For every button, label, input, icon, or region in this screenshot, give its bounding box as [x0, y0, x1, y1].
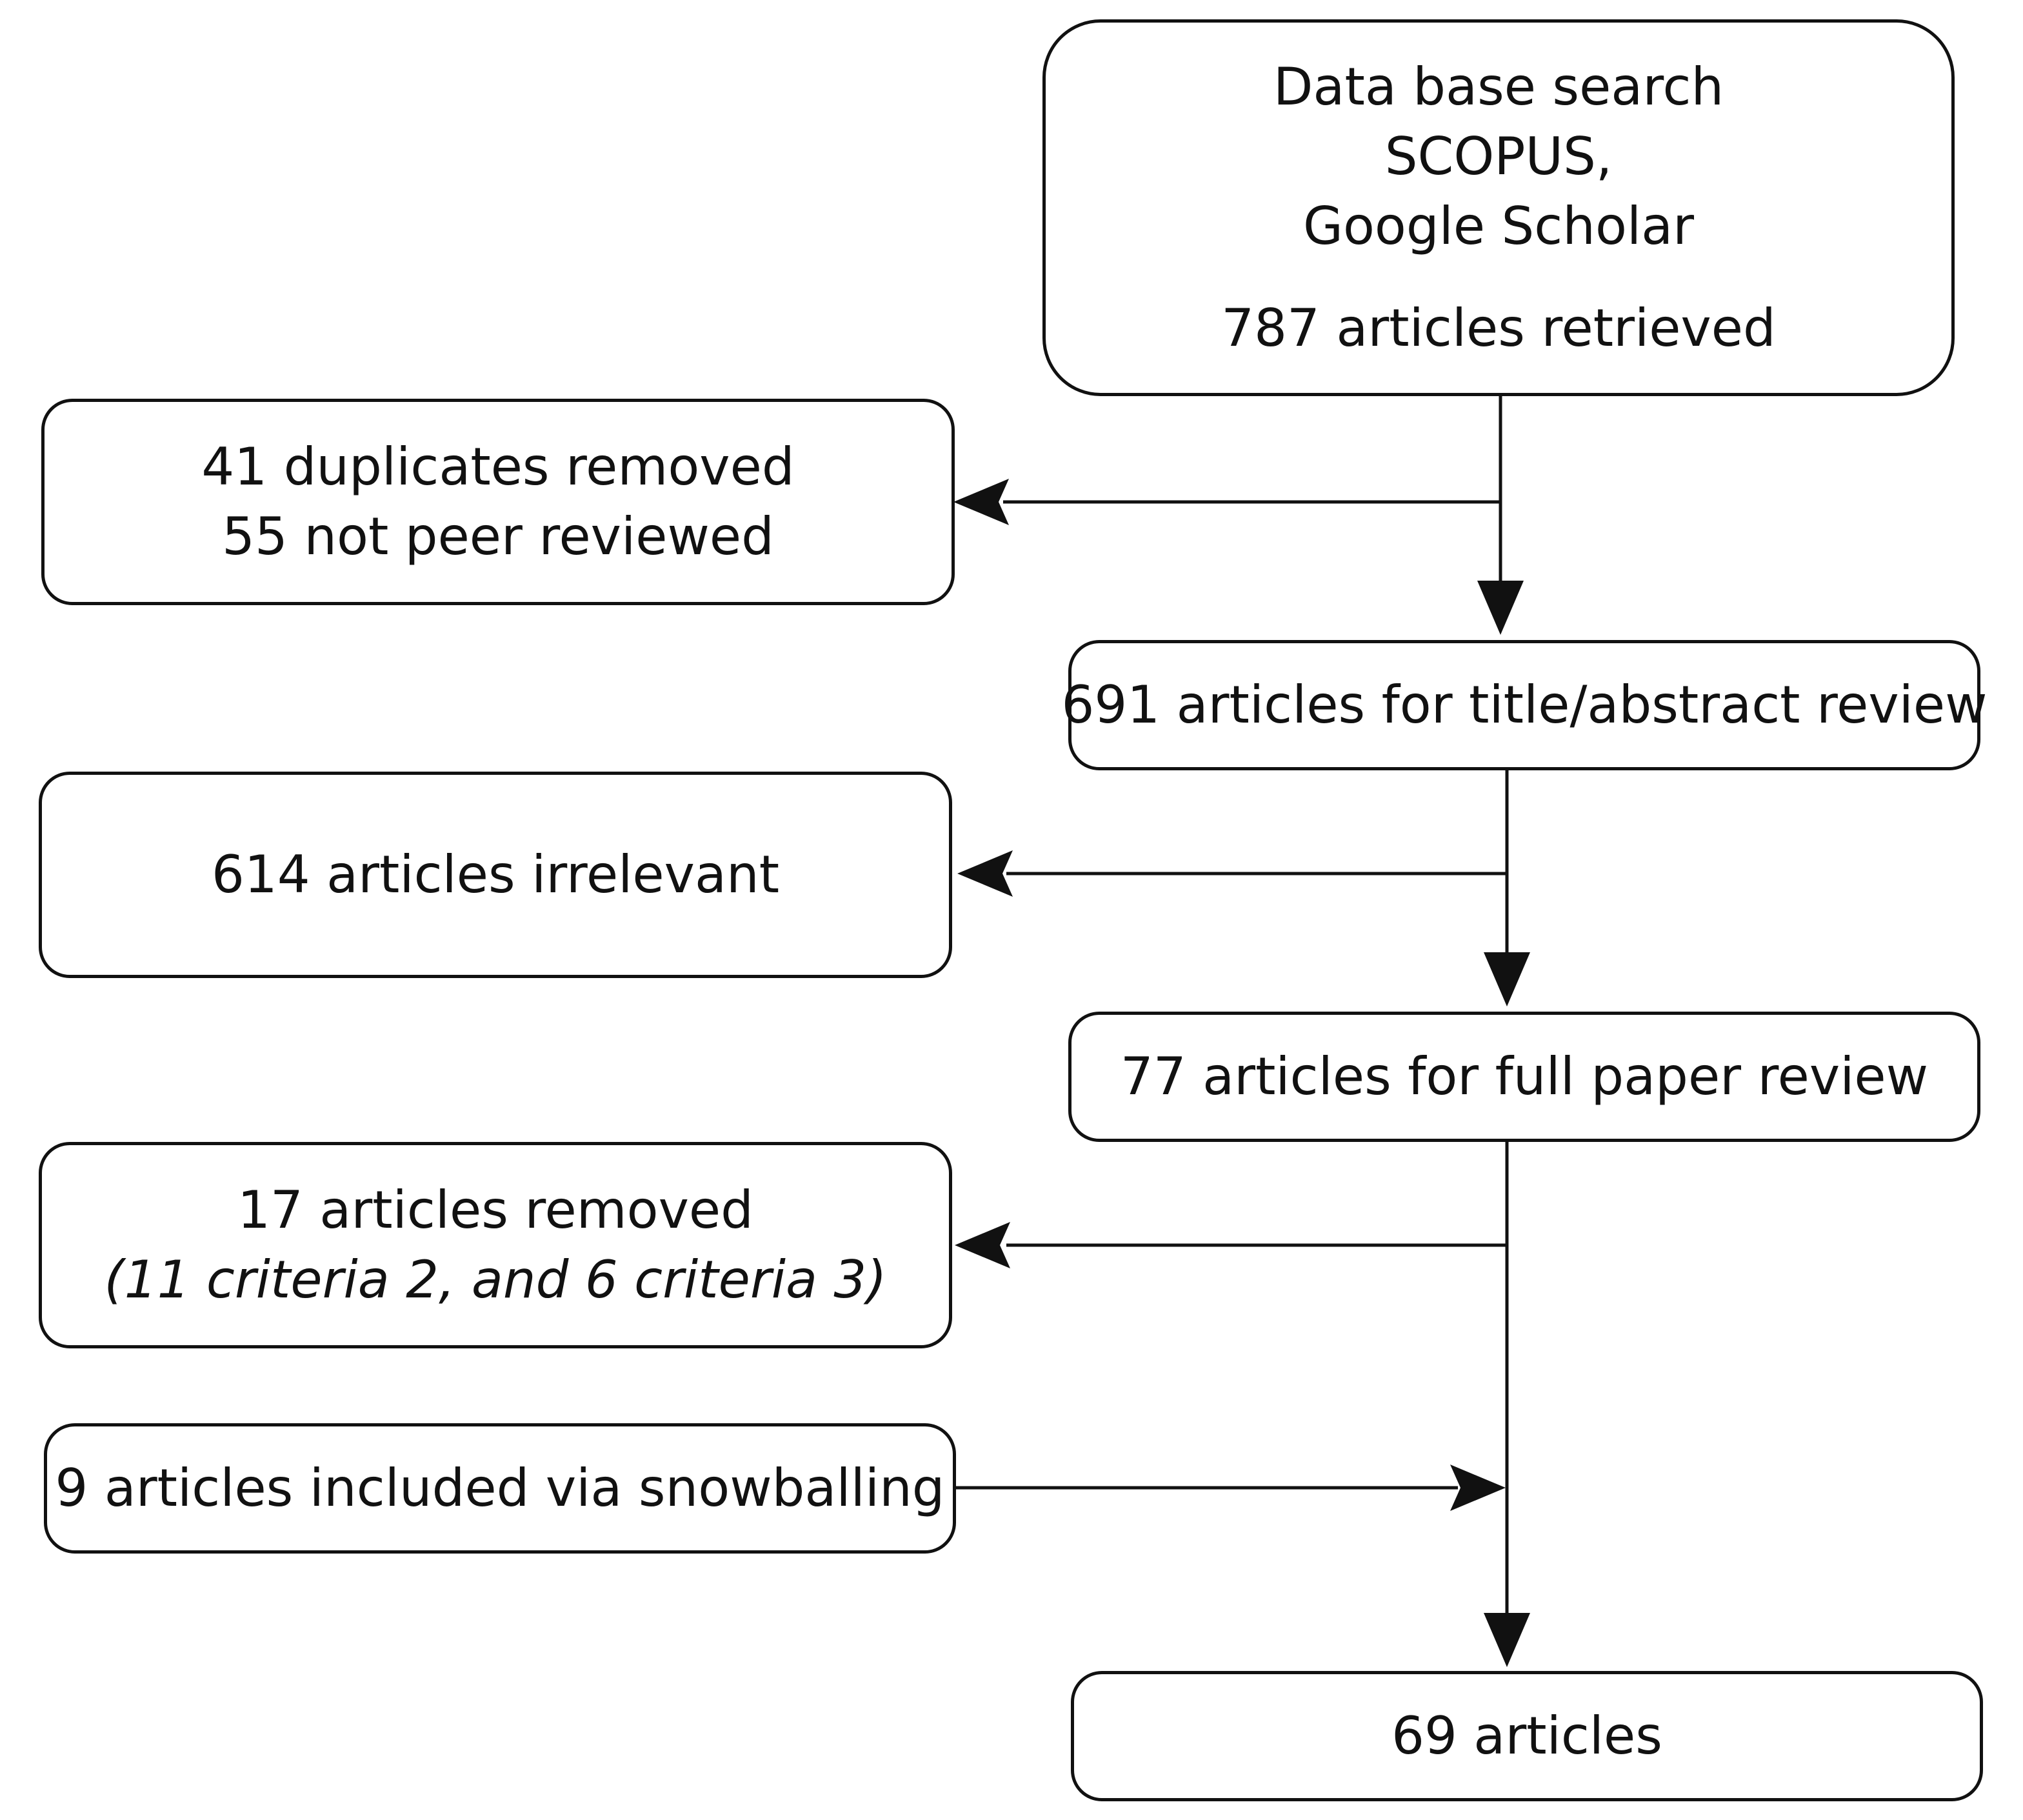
database-search-box: Data base search SCOPUS, Google Scholar …	[1042, 19, 1955, 396]
arrowhead-down-title-review	[1477, 581, 1524, 635]
full-paper-review-label: 77 articles for full paper review	[1120, 1046, 1929, 1106]
arrowhead-down-full-review	[1484, 952, 1530, 1006]
irrelevant-articles-box: 614 articles irrelevant	[39, 772, 952, 978]
final-count-label: 69 articles	[1391, 1706, 1662, 1766]
search-line-1: Data base search	[1273, 57, 1724, 117]
title-abstract-review-box: 691 articles for title/abstract review	[1061, 640, 1988, 770]
duplicates-excluded-box: 41 duplicates removed 55 not peer review…	[41, 399, 955, 605]
search-line-2: SCOPUS,	[1384, 126, 1613, 186]
retrieved-count: 787 articles retrieved	[1221, 298, 1776, 358]
criteria-excluded-box: 17 articles removed (11 criteria 2, and …	[39, 1142, 952, 1348]
title-abstract-review-label: 691 articles for title/abstract review	[1061, 675, 1988, 735]
arrowhead-right-snowballing	[1450, 1465, 1506, 1511]
arrowhead-left-irrelevant	[957, 850, 1013, 897]
full-paper-review-box: 77 articles for full paper review	[1068, 1012, 1980, 1142]
criteria-breakdown-line: (11 criteria 2, and 6 criteria 3)	[104, 1250, 887, 1310]
search-line-3: Google Scholar	[1302, 196, 1695, 256]
snowballing-box: 9 articles included via snowballing	[44, 1423, 956, 1554]
not-peer-reviewed-line: 55 not peer reviewed	[222, 506, 774, 566]
snowballing-label: 9 articles included via snowballing	[55, 1458, 945, 1518]
arrowhead-left-duplicates	[953, 479, 1009, 525]
irrelevant-label: 614 articles irrelevant	[211, 845, 780, 905]
arrowhead-left-removed	[955, 1222, 1010, 1268]
articles-removed-line: 17 articles removed	[237, 1180, 753, 1240]
duplicates-line: 41 duplicates removed	[201, 437, 795, 497]
final-articles-box: 69 articles	[1071, 1671, 1983, 1801]
arrowhead-down-final	[1484, 1613, 1530, 1667]
